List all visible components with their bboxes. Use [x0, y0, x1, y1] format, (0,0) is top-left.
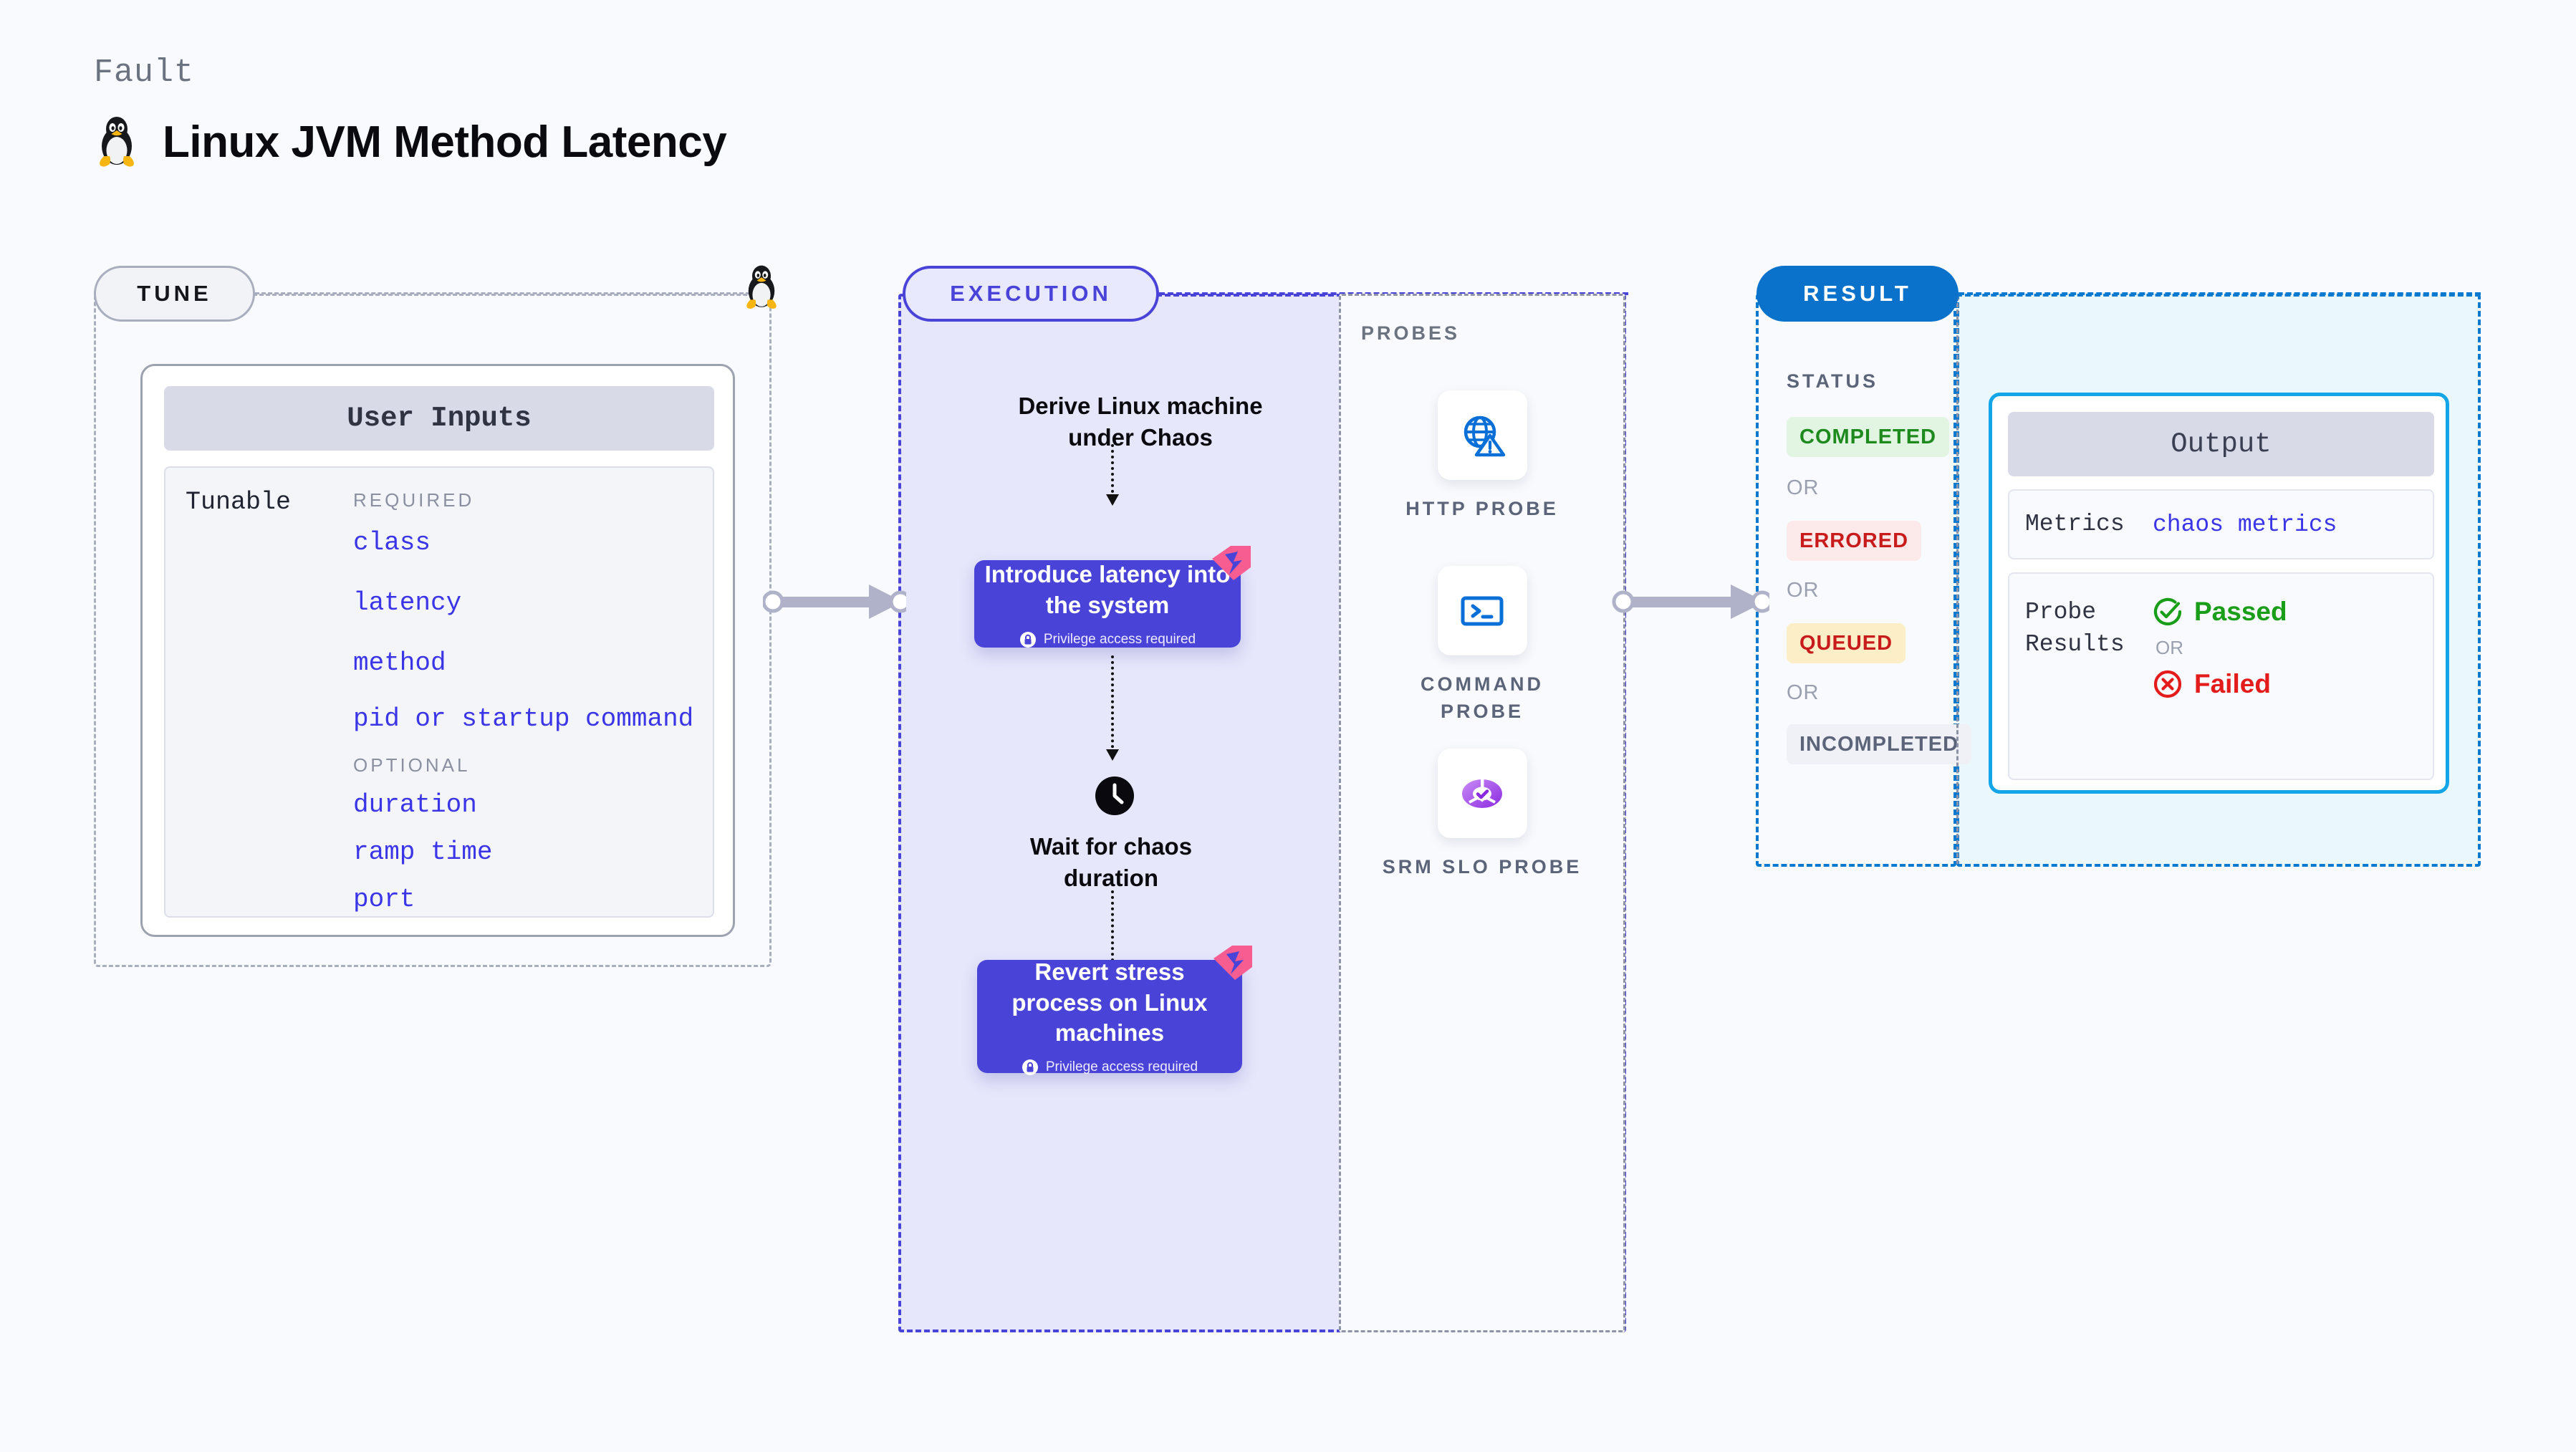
output-card: Output Metrics chaos metrics Probe Resul… [1989, 393, 2449, 794]
probe-label: SRM SLO PROBE [1382, 856, 1582, 878]
tunable-item-pid-or-startup-command[interactable]: pid or startup command [353, 704, 694, 734]
x-circle-icon [2153, 670, 2182, 698]
passed-label: Passed [2194, 597, 2287, 626]
execution-step-derive-caption: Derive Linux machine under Chaos [1018, 393, 1263, 451]
harness-chaos-icon [1212, 546, 1251, 580]
status-or-2: OR [1787, 579, 1820, 602]
tunable-item-class[interactable]: class [353, 528, 431, 557]
probe-item-command[interactable]: COMMAND PROBE [1382, 566, 1582, 726]
probe-item-http[interactable]: HTTP PROBE [1382, 390, 1582, 523]
fault-eyebrow-label: Fault [94, 54, 195, 91]
clock-icon [1095, 777, 1134, 819]
slo-donut-check-icon [1462, 777, 1502, 808]
execution-step-revert-stress[interactable]: Revert stress process on Linux machines … [977, 946, 1252, 1076]
probe-item-srm-slo[interactable]: SRM SLO PROBE [1382, 749, 1582, 881]
tunable-item-latency[interactable]: latency [353, 588, 462, 617]
execution-step-wait-caption: Wait for chaos duration [1029, 833, 1193, 891]
probe-tile [1437, 566, 1527, 655]
tune-panel [94, 294, 772, 967]
privilege-note-text: Privilege access required [1043, 631, 1196, 647]
tune-connector-line [255, 292, 756, 294]
probe-label: COMMAND PROBE [1421, 673, 1544, 722]
group-header-required: REQUIRED [353, 489, 475, 511]
tunable-label: Tunable [186, 488, 292, 516]
result-status-panel [1756, 294, 1956, 867]
probes-section-label: PROBES [1361, 322, 1461, 344]
step-title: Revert stress process on Linux machines [1011, 958, 1208, 1047]
user-inputs-header: User Inputs [164, 386, 714, 451]
status-section-label: STATUS [1787, 370, 1878, 392]
metrics-value-link[interactable]: chaos metrics [2153, 511, 2337, 538]
privilege-note-text: Privilege access required [1045, 1059, 1198, 1075]
group-header-optional: OPTIONAL [353, 754, 471, 776]
status-badge-errored: ERRORED [1787, 521, 1922, 561]
status-badge-completed: COMPLETED [1787, 417, 1950, 457]
flow-arrow-2 [1106, 655, 1119, 761]
output-card-header: Output [2008, 412, 2434, 476]
tunable-item-ramp-time[interactable]: ramp time [353, 837, 493, 867]
execution-stage-badge[interactable]: EXECUTION [903, 266, 1159, 322]
probe-result-or: OR [2156, 637, 2183, 658]
privilege-note: Privilege access required [1019, 631, 1196, 648]
result-stage-badge[interactable]: RESULT [1756, 266, 1959, 322]
metrics-key-label: Metrics [2025, 510, 2125, 537]
failed-label: Failed [2194, 669, 2271, 698]
user-inputs-body: Tunable REQUIRED class latency method pi… [164, 466, 714, 918]
privilege-note: Privilege access required [1022, 1059, 1198, 1076]
tunable-item-duration[interactable]: duration [353, 790, 477, 819]
output-probe-results-row: Probe Results Passed OR Failed [2008, 572, 2434, 780]
step-title: Introduce latency into the system [984, 561, 1231, 618]
lock-icon [1022, 1059, 1038, 1076]
check-circle-icon [2153, 597, 2182, 626]
status-or-3: OR [1787, 681, 1820, 704]
lock-icon [1019, 631, 1036, 648]
page-title-row: Linux JVM Method Latency [94, 115, 727, 169]
probe-result-passed: Passed [2153, 597, 2287, 627]
tunable-item-method[interactable]: method [353, 648, 446, 678]
user-inputs-card: User Inputs Tunable REQUIRED class laten… [140, 364, 735, 937]
harness-chaos-icon [1213, 946, 1252, 980]
linux-penguin-connector-icon [741, 264, 782, 314]
page-title: Linux JVM Method Latency [163, 117, 727, 167]
flow-arrow-1 [1106, 444, 1119, 506]
globe-warning-icon [1464, 415, 1506, 456]
output-metrics-row: Metrics chaos metrics [2008, 489, 2434, 559]
result-panel-divider [1956, 297, 1959, 864]
status-badge-incompleted: INCOMPLETED [1787, 724, 1972, 764]
status-badge-queued: QUEUED [1787, 623, 1906, 663]
probe-tile [1437, 749, 1527, 838]
probe-result-failed: Failed [2153, 669, 2287, 699]
terminal-icon [1461, 596, 1504, 625]
status-or-1: OR [1787, 476, 1820, 499]
probe-results-key-label: Probe Results [2025, 599, 2125, 658]
result-connector-line [1959, 292, 2481, 295]
tune-to-execution-connector [761, 580, 912, 627]
tunable-item-port[interactable]: port [353, 885, 415, 914]
linux-penguin-icon [94, 115, 140, 169]
probe-tile [1437, 390, 1527, 480]
probes-to-result-connector [1612, 580, 1774, 627]
tune-stage-badge[interactable]: TUNE [94, 266, 255, 322]
probe-label: HTTP PROBE [1405, 498, 1559, 519]
execution-step-introduce-latency[interactable]: Introduce latency into the system Privil… [974, 546, 1251, 648]
probe-results-values: Passed OR Failed [2153, 597, 2287, 699]
